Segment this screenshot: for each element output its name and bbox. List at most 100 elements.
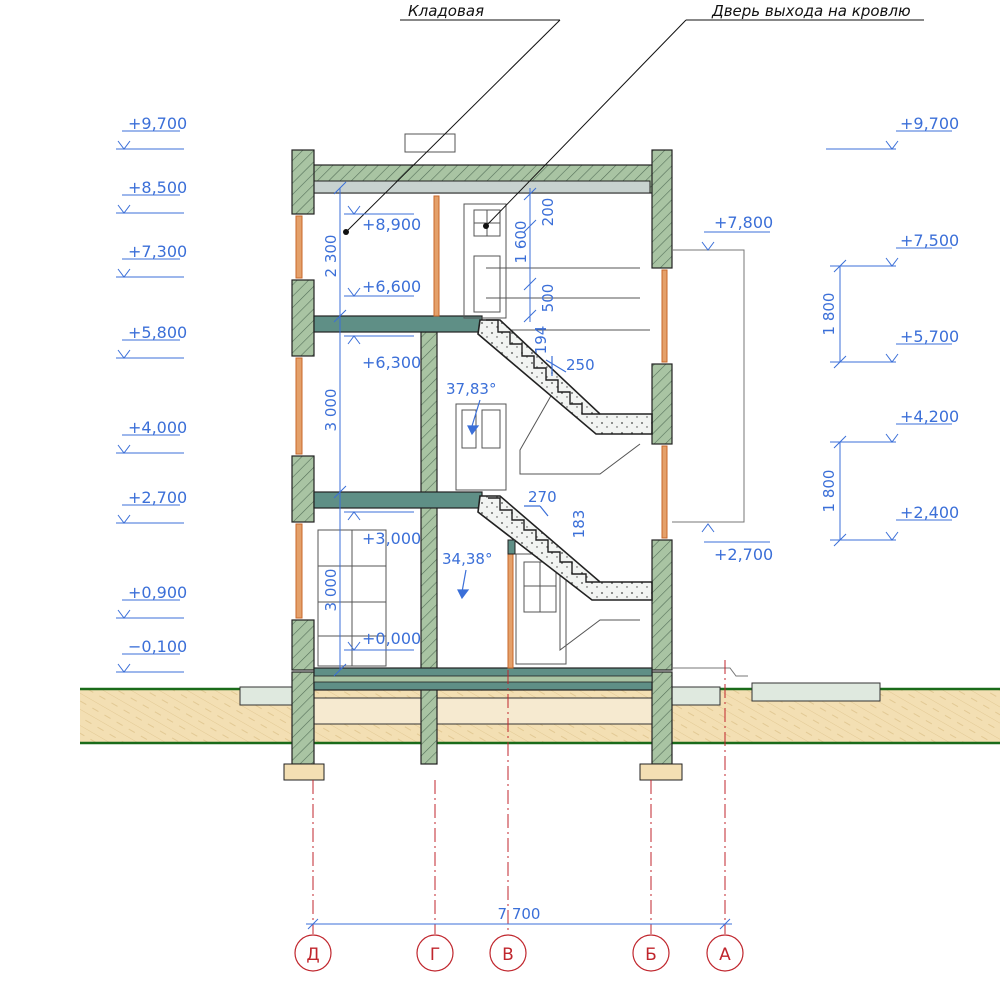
dim-500: 500 — [539, 284, 557, 313]
level-left-4: +5,800 — [128, 323, 187, 342]
axis-label-a: А — [719, 945, 731, 965]
level-left-3: +7,300 — [128, 242, 187, 261]
dim-183: 183 — [570, 510, 588, 539]
timber-post-2 — [507, 547, 514, 669]
dim-3000-upper: 3 000 — [322, 389, 340, 432]
window-left-2 — [295, 357, 303, 455]
window-right-1 — [661, 269, 668, 363]
stair-upper — [477, 319, 653, 435]
level-left-5: +4,000 — [128, 418, 187, 437]
interior-elements — [317, 203, 650, 667]
dim-250: 250 — [566, 356, 595, 374]
dim-angle-upper: 37,83° — [446, 380, 496, 398]
axis-markers — [294, 934, 744, 972]
level-inner-6300: +6,300 — [362, 353, 421, 372]
dim-1800-lower: 1 800 — [820, 470, 838, 513]
right-wall-seg-1 — [651, 149, 673, 269]
slab-third-floor — [313, 315, 483, 333]
dim-3000-lower: 3 000 — [322, 569, 340, 612]
dim-2300: 2 300 — [322, 235, 340, 278]
callout-roof-door: Дверь выхода на кровлю — [711, 2, 911, 20]
level-left-2: +8,500 — [128, 178, 187, 197]
axis-label-v: В — [502, 945, 514, 965]
level-left-8: −0,100 — [128, 637, 187, 656]
level-left-7: +0,900 — [128, 583, 187, 602]
axis-label-g: Г — [430, 945, 440, 965]
level-right-3: +5,700 — [900, 327, 959, 346]
right-wall-seg-2 — [651, 363, 673, 445]
right-footing — [639, 763, 683, 781]
overall-dimension — [306, 918, 732, 930]
left-wall-seg-4 — [291, 619, 315, 671]
level-inner-2700: +2,700 — [714, 545, 773, 564]
stair-lower-steps — [488, 497, 600, 583]
stair-lower-landing-post — [507, 539, 516, 555]
level-right-4: +4,200 — [900, 407, 959, 426]
dim-270: 270 — [528, 488, 557, 506]
roof-exit-door — [463, 203, 507, 319]
callout-leaders — [345, 19, 924, 233]
axis-marker-d — [294, 934, 332, 972]
level-left-6: +2,700 — [128, 488, 187, 507]
level-inner-8900: +8,900 — [362, 215, 421, 234]
level-inner-3000: +3,000 — [362, 529, 421, 548]
level-inner-6600: +6,600 — [362, 277, 421, 296]
callout-storage: Кладовая — [408, 2, 484, 20]
left-wall-seg-2 — [291, 279, 315, 357]
right-wall-seg-3 — [651, 539, 673, 671]
window-left-3 — [295, 523, 303, 619]
axis-marker-b — [632, 934, 670, 972]
slab-ground-finish — [313, 675, 653, 683]
level-right-1: +9,700 — [900, 114, 959, 133]
timber-post-1 — [433, 195, 440, 317]
level-right-5: +2,400 — [900, 503, 959, 522]
dim-overall: 7 700 — [498, 905, 541, 923]
stair-lower-flight — [477, 495, 653, 601]
roof-parapet — [404, 133, 456, 153]
dim-1600: 1 600 — [512, 221, 530, 264]
callout-dot-storage — [343, 229, 349, 235]
left-wall-seg-3 — [291, 455, 315, 523]
stair-lower — [477, 495, 653, 601]
level-right-2: +7,500 — [900, 231, 959, 250]
level-marks-inner — [333, 181, 770, 677]
structure — [283, 133, 683, 781]
axis-marker-v — [489, 934, 527, 972]
level-left-1: +9,700 — [128, 114, 187, 133]
roof-slab-top — [313, 180, 651, 194]
level-inner-0000: +0,000 — [362, 629, 421, 648]
door-mid — [455, 403, 507, 491]
stair-upper-steps — [486, 319, 600, 415]
axis-marker-a — [706, 934, 744, 972]
axis-marker-g — [416, 934, 454, 972]
floor-underlayer — [313, 697, 653, 725]
angle-arrows — [457, 356, 567, 600]
dim-1800-upper: 1 800 — [820, 293, 838, 336]
left-wall-seg-1 — [291, 149, 315, 215]
axis-lines — [312, 660, 726, 934]
dim-194: 194 — [532, 326, 550, 355]
callout-dot-door — [483, 223, 489, 229]
ground — [80, 682, 1000, 745]
window-frames — [295, 195, 668, 669]
dim-200: 200 — [539, 198, 557, 227]
axis-label-d: Д — [306, 945, 319, 965]
central-column — [420, 331, 438, 765]
axis-label-b: Б — [645, 945, 657, 965]
level-marks-left — [116, 130, 184, 673]
left-foundation-wall — [291, 671, 315, 765]
level-inner-7800: +7,800 — [714, 213, 773, 232]
level-marks-right — [826, 130, 952, 547]
blind-area-left — [239, 686, 295, 706]
window-right-2 — [661, 445, 668, 539]
right-annex-outline — [672, 249, 748, 677]
left-footing — [283, 763, 325, 781]
blind-area-right — [667, 686, 721, 706]
terrace-slab — [751, 682, 881, 702]
slab-second-floor — [313, 491, 483, 509]
right-foundation-wall — [651, 671, 673, 765]
window-left-1 — [295, 215, 303, 279]
dim-angle-lower: 34,38° — [442, 550, 492, 568]
stair-upper-flight — [477, 319, 653, 435]
